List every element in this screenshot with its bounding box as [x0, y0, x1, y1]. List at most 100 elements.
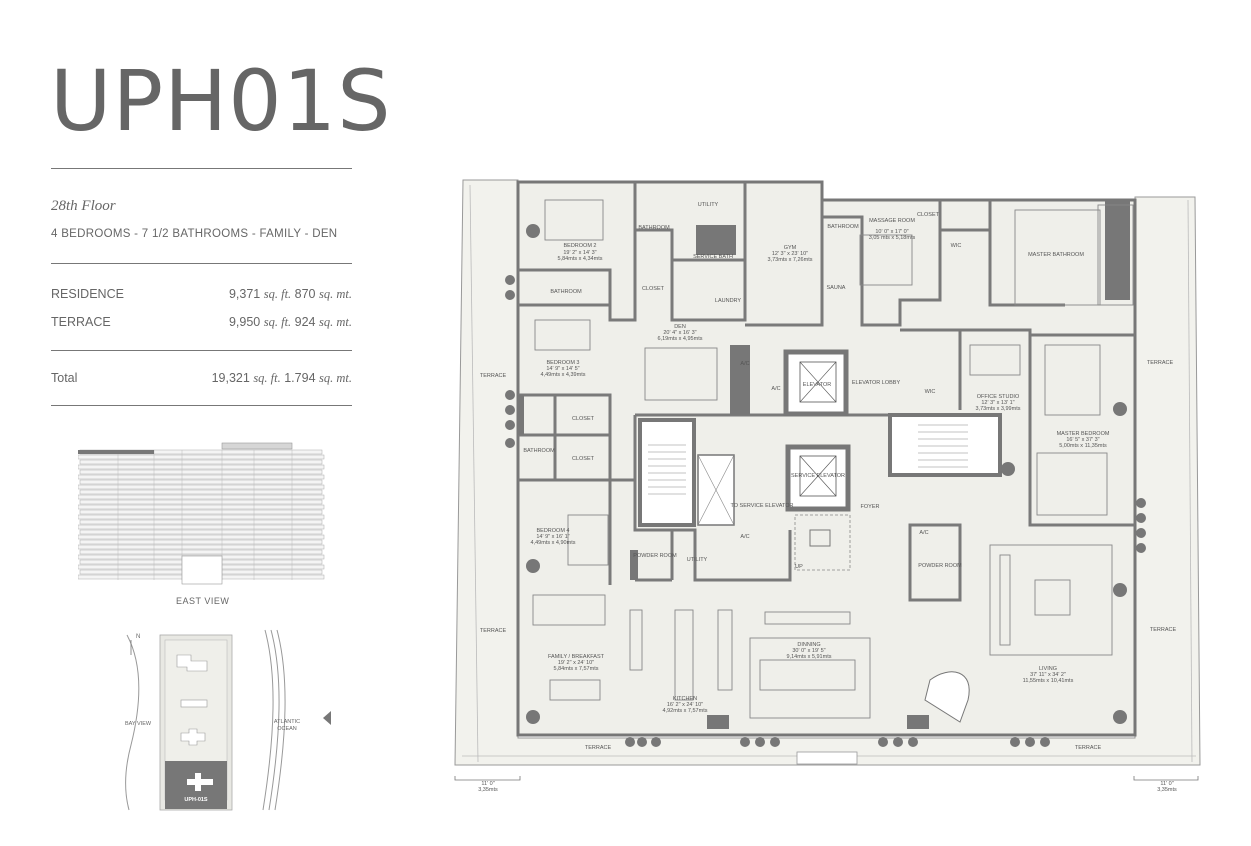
- room-dimension: 19' 2" x 14' 3": [563, 250, 596, 256]
- room-name: MASSAGE ROOM: [869, 218, 915, 224]
- room-name: BEDROOM 2: [563, 243, 596, 249]
- terrace-notch: [796, 751, 858, 765]
- elevation-roof-left: [221, 442, 293, 450]
- stair-direction: UP: [795, 564, 803, 570]
- room-dimension: 10' 0" x 17' 0": [875, 229, 908, 235]
- room-name: GYM: [784, 245, 797, 251]
- east-view-elevation: [78, 442, 325, 585]
- elevation-floor-band: [79, 489, 323, 495]
- unit-location-tag: UPH-01S: [184, 797, 208, 803]
- unit-title: UPH01S: [50, 52, 392, 150]
- elevation-floor-band: [79, 469, 323, 475]
- room-name: POWDER ROOM: [918, 563, 962, 569]
- elevation-floor-band: [78, 484, 325, 490]
- room-dimension-metric: 3,73mts x 3,99mts: [976, 406, 1021, 412]
- ocean-shoreline-1: [262, 629, 274, 811]
- scale-meters: 3,35mts: [478, 787, 498, 793]
- elevation-floor-band: [79, 479, 323, 485]
- elevation-floor-band: [78, 494, 325, 500]
- room-name: SERVICE ELEVATOR: [791, 473, 845, 479]
- elevation-floor-band: [78, 534, 325, 540]
- scale-meters: 3,35mts: [1157, 787, 1177, 793]
- room-name: WIC: [951, 243, 962, 249]
- elevation-floor-band: [78, 474, 325, 480]
- area-value: 9,950 sq. ft. 924 sq. mt.: [228, 315, 352, 329]
- stairwell-right-treads: [918, 424, 968, 468]
- east-view-label: EAST VIEW: [176, 596, 230, 606]
- room-dimension: 14' 9" x 16' 1": [536, 534, 569, 540]
- room-name: ELEVATOR LOBBY: [852, 380, 901, 386]
- area-label: TERRACE: [51, 315, 111, 329]
- room-dimension-metric: 3,05 mts x 5,18mts: [869, 235, 916, 241]
- total-value: 19,321 sq. ft. 1.794 sq. mt.: [211, 371, 352, 385]
- scale-feet: 11' 0": [1160, 781, 1173, 787]
- room-dimension-metric: 4,92mts x 7,57mts: [663, 708, 708, 714]
- divider: [51, 350, 352, 351]
- stairwell-right: [888, 413, 1002, 477]
- area-value: 9,371 sq. ft. 870 sq. mt.: [228, 287, 352, 301]
- room-name: BATHROOM: [523, 448, 555, 454]
- elevator-cab-icon: [799, 361, 837, 403]
- scale-feet: 11' 0": [481, 781, 494, 787]
- ocean-shoreline-3: [274, 629, 286, 811]
- room-name: BATHROOM: [827, 224, 859, 230]
- room-name: LAUNDRY: [715, 298, 742, 304]
- room-dimension: 20' 4" x 16' 3": [663, 330, 696, 336]
- scale-bar-left: [454, 776, 521, 781]
- room-name: UTILITY: [698, 202, 719, 208]
- room-name: DEN: [674, 324, 686, 330]
- room-dimension: 16' 5" x 37' 3": [1066, 437, 1099, 443]
- elevation-floor-band: [79, 549, 323, 555]
- room-name: BATHROOM: [638, 225, 670, 231]
- furniture: [532, 199, 1134, 719]
- structural-columns: [518, 200, 1130, 729]
- elevation-floor-band: [78, 464, 325, 470]
- room-name: A/C: [771, 386, 780, 392]
- room-name: FOYER: [861, 504, 880, 510]
- room-dimension-metric: 5,84mts x 7,57mts: [554, 666, 599, 672]
- total-label: Total: [51, 371, 78, 385]
- divider: [51, 263, 352, 264]
- room-name: UTILITY: [687, 557, 708, 563]
- elevation-floor-band: [79, 459, 323, 465]
- room-name: A/C: [919, 530, 928, 536]
- elevation-entrance: [181, 555, 223, 585]
- site-building-block-1: [176, 654, 208, 672]
- stairwell-left: [638, 418, 696, 527]
- service-elevator-cab-icon: [799, 455, 837, 497]
- room-name: BEDROOM 3: [546, 360, 579, 366]
- room-name: POWDER ROOM: [633, 553, 677, 559]
- elevation-floor-band: [79, 539, 323, 545]
- unit-location-shape: [187, 773, 213, 791]
- floor-label: 28th Floor: [51, 198, 116, 214]
- terrace-label: TERRACE: [480, 628, 507, 634]
- room-dimension-metric: 5,84mts x 4,34mts: [558, 256, 603, 262]
- terrace-plants: [505, 275, 1146, 747]
- elevation-floor-band: [79, 519, 323, 525]
- room-dimension-metric: 6,19mts x 4,95mts: [658, 336, 703, 342]
- site-building-block-2: [180, 699, 208, 708]
- ocean-shoreline-2: [268, 629, 280, 811]
- room-dimension-metric: 11,55mts x 10,41mts: [1023, 678, 1074, 684]
- elevation-highlight-floor: [78, 450, 154, 454]
- elevation-floor-band: [78, 514, 325, 520]
- room-name: DINNING: [797, 642, 820, 648]
- room-name: LIVING: [1039, 666, 1057, 672]
- room-name: FAMILY / BREAKFAST: [548, 654, 605, 660]
- room-dimension: 37' 11" x 34' 2": [1030, 672, 1066, 678]
- unit-subtitle: 4 BEDROOMS - 7 1/2 BATHROOMS - FAMILY - …: [51, 228, 338, 240]
- divider: [51, 405, 352, 406]
- room-name: BEDROOM 4: [536, 528, 569, 534]
- room-dimension-metric: 3,73mts x 7,26mts: [768, 257, 813, 263]
- room-name: ELEVATOR: [803, 382, 831, 388]
- room-name: CLOSET: [572, 456, 595, 462]
- room-name: CLOSET: [642, 286, 665, 292]
- elevation-floor-band: [78, 504, 325, 510]
- bay-view-label: BAY VIEW: [125, 721, 152, 727]
- room-name: OFFICE STUDIO: [977, 394, 1020, 400]
- room-labels: BEDROOM 2 19' 2" x 14' 3" 5,84mts x 4,34…: [478, 202, 1177, 793]
- elevation-floor-band: [79, 509, 323, 515]
- elevation-floor-band: [78, 544, 325, 550]
- elevation-floor-band: [78, 524, 325, 530]
- bay-shoreline: [125, 634, 140, 811]
